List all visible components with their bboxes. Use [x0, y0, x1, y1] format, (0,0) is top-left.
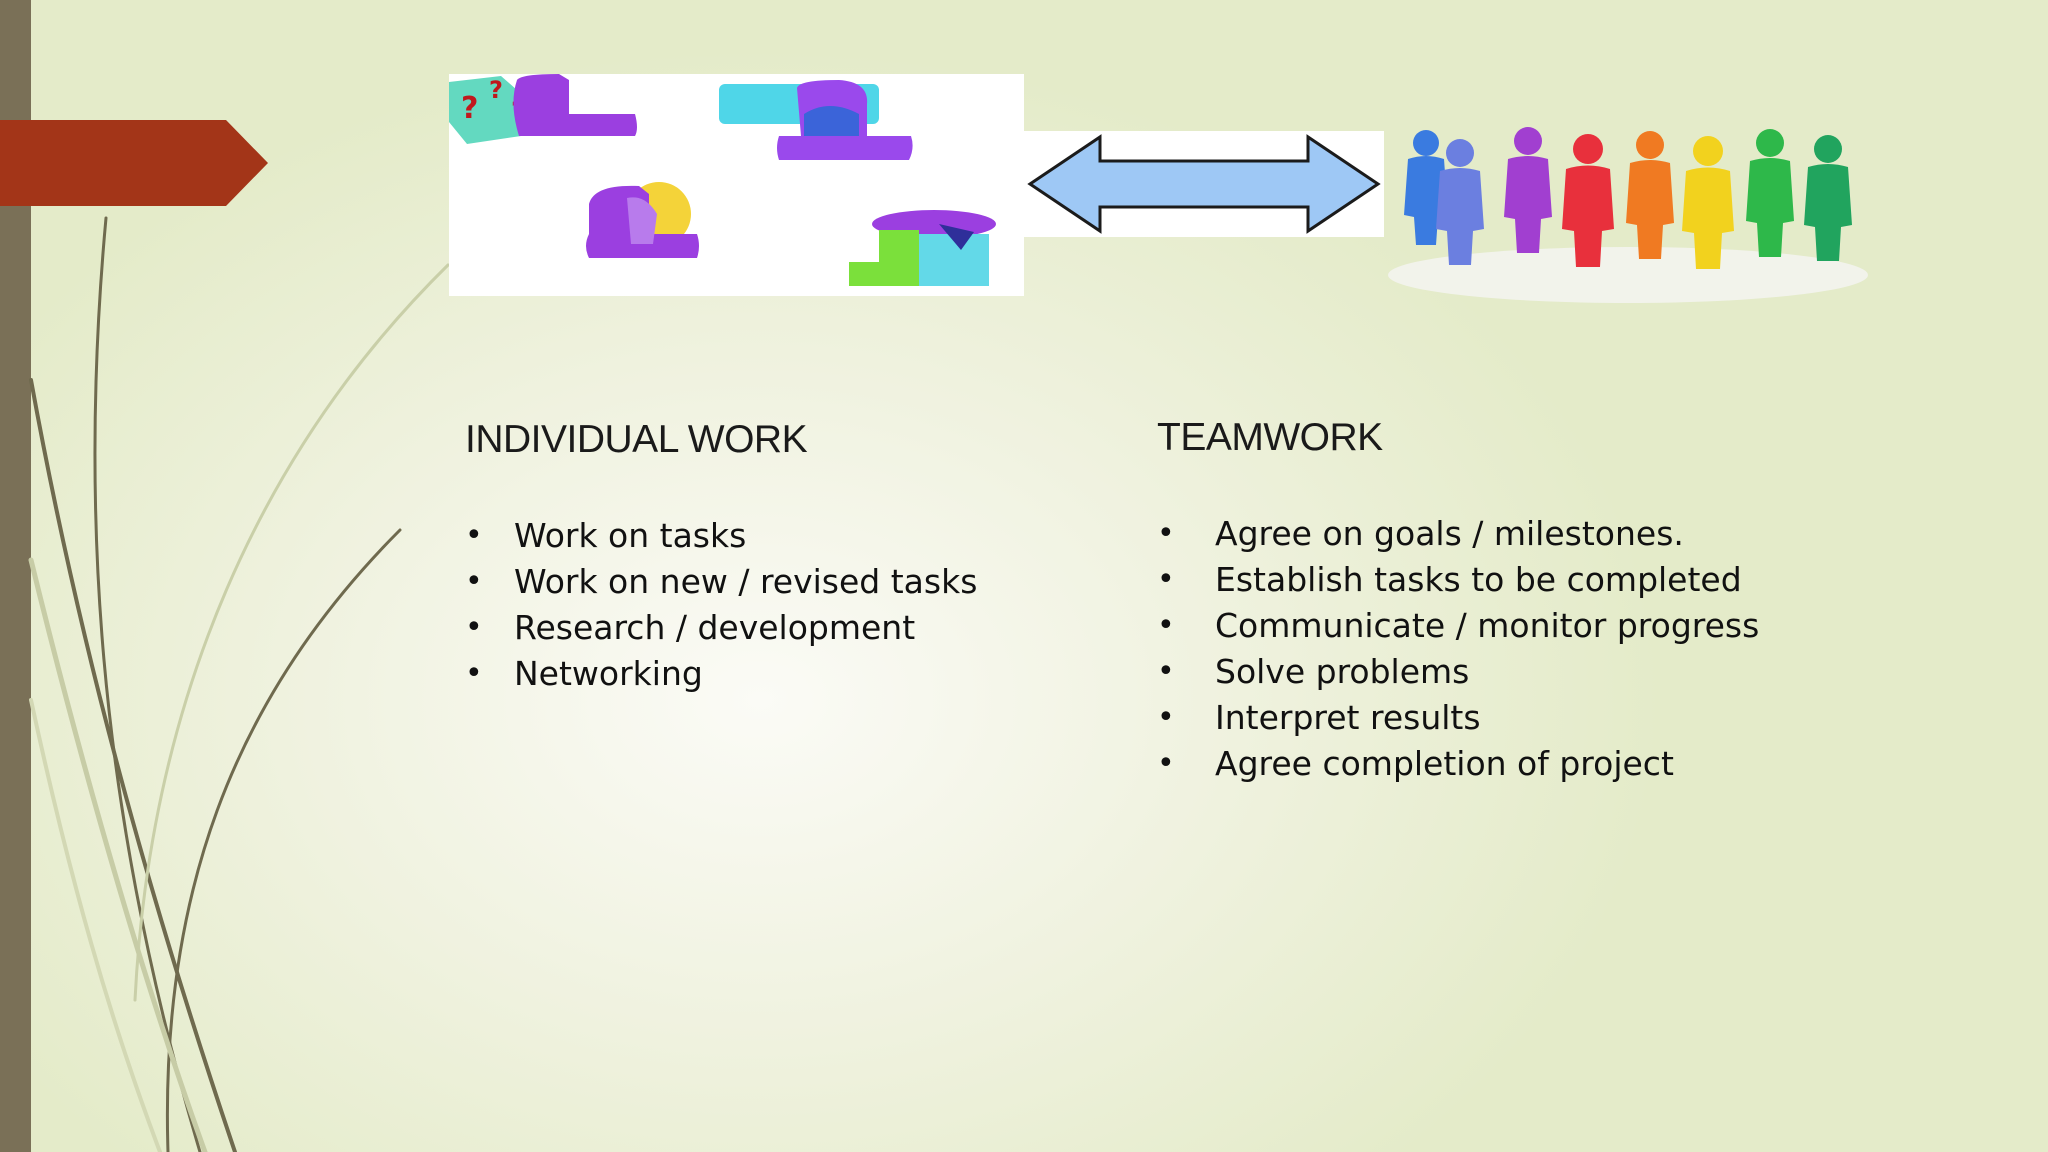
list-item: •Work on tasks [465, 513, 977, 559]
title-marker-tab [0, 120, 268, 206]
bullet-icon: • [465, 656, 483, 691]
svg-text:?: ? [489, 76, 503, 104]
bullet-icon: • [465, 610, 483, 645]
bullet-icon: • [1157, 746, 1175, 781]
list-item: •Agree on goals / milestones. [1157, 511, 1759, 557]
bullet-icon: • [1157, 562, 1175, 597]
decorative-grass-lines [28, 216, 450, 1152]
teamwork-image [1378, 125, 1898, 305]
list-item: •Interpret results [1157, 695, 1759, 741]
list-item: •Research / development [465, 605, 977, 651]
teamwork-list: •Agree on goals / milestones. •Establish… [1157, 511, 1759, 787]
list-item: •Work on new / revised tasks [465, 559, 977, 605]
teamwork-heading: TEAMWORK [1157, 416, 1383, 459]
bullet-icon: • [1157, 654, 1175, 689]
list-item: •Communicate / monitor progress [1157, 603, 1759, 649]
bullet-icon: • [465, 518, 483, 553]
list-item: •Agree completion of project [1157, 741, 1759, 787]
team-people-icon [1388, 127, 1868, 303]
list-item: •Solve problems [1157, 649, 1759, 695]
double-arrow-icon [1027, 134, 1381, 234]
individual-work-list: •Work on tasks •Work on new / revised ta… [465, 513, 977, 697]
bullet-icon: • [1157, 516, 1175, 551]
bullet-icon: • [1157, 608, 1175, 643]
puzzle-people-icon: ? ? ? [449, 74, 996, 286]
individual-work-image: ? ? ? [449, 74, 1024, 296]
relationship-arrow-image [1024, 131, 1384, 237]
svg-text:?: ? [461, 91, 478, 126]
individual-work-heading: INDIVIDUAL WORK [465, 418, 808, 461]
bullet-icon: • [465, 564, 483, 599]
bullet-icon: • [1157, 700, 1175, 735]
list-item: •Establish tasks to be completed [1157, 557, 1759, 603]
list-item: •Networking [465, 651, 977, 697]
